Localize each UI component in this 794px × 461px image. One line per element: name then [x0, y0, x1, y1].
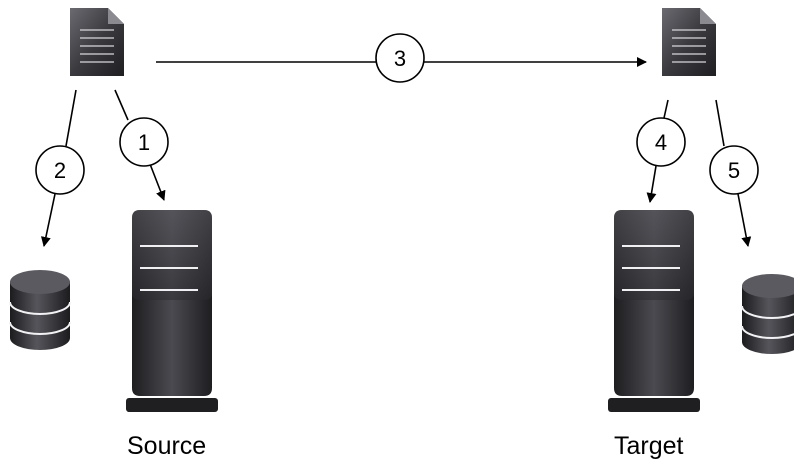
- arrow-step-1: [114, 89, 166, 201]
- target-database-icon: [741, 274, 794, 354]
- step-1-badge: 1: [119, 117, 169, 167]
- arrow-step-5: [715, 99, 752, 247]
- source-database-icon: [9, 270, 71, 350]
- target-document-icon: [662, 8, 716, 76]
- step-4-badge: 4: [636, 117, 686, 167]
- step-2-label: 2: [54, 158, 66, 183]
- step-5-label: 5: [728, 158, 740, 183]
- target-label: Target: [614, 432, 684, 460]
- source-label: Source: [127, 432, 207, 460]
- step-3-label: 3: [394, 46, 406, 71]
- source-document-icon: [70, 8, 124, 76]
- arrow-step-2: [40, 89, 77, 247]
- step-4-label: 4: [655, 130, 667, 155]
- step-2-badge: 2: [35, 145, 85, 195]
- step-5-badge: 5: [709, 145, 759, 195]
- arrow-step-4: [646, 99, 669, 203]
- target-server-icon: [608, 210, 700, 412]
- step-1-label: 1: [138, 130, 150, 155]
- step-3-badge: 3: [375, 33, 425, 83]
- source-server-icon: [126, 210, 218, 412]
